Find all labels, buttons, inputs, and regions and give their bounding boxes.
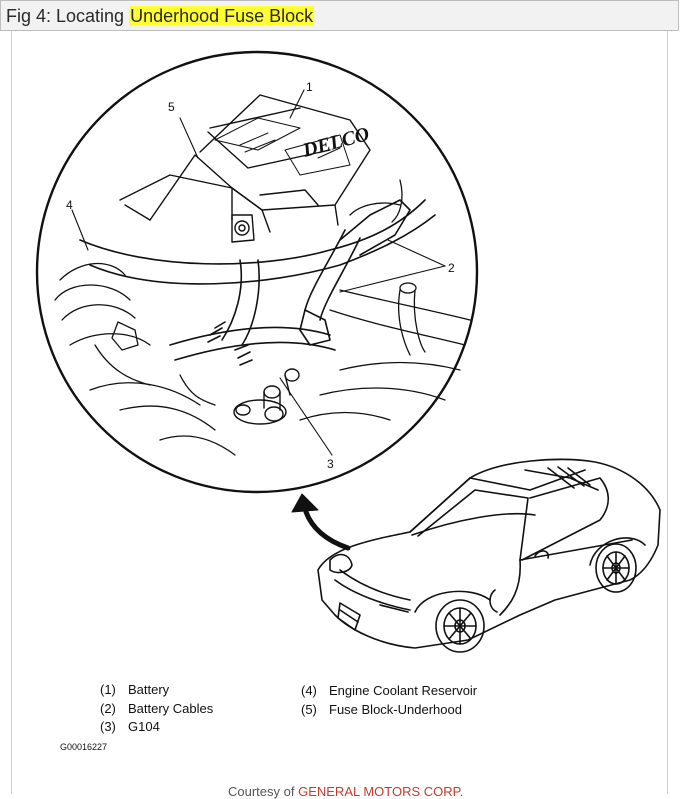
battery-terminal — [231, 214, 255, 243]
front-wheel — [435, 599, 485, 653]
frame-left-border — [11, 31, 12, 794]
callout-2: 2 — [448, 261, 455, 275]
detail-circle — [35, 50, 479, 494]
callout-leaders — [71, 89, 446, 456]
legend-item-battery-cables: (2)Battery Cables — [100, 700, 214, 716]
corvette-car-drawing — [317, 458, 661, 649]
pointer-arrow — [291, 493, 351, 551]
callout-3: 3 — [327, 457, 334, 471]
title-prefix: Fig 4: Locating — [6, 6, 130, 26]
callout-4: 4 — [66, 198, 73, 212]
battery-cables — [79, 199, 436, 366]
courtesy-credit: Courtesy of GENERAL MOTORS CORP. — [228, 784, 464, 799]
frame-right-border — [667, 31, 668, 794]
rear-wheel — [595, 543, 637, 593]
battery-label-panel — [214, 117, 351, 176]
legend-right: (4)Engine Coolant Reservoir (5)Fuse Bloc… — [301, 682, 477, 719]
callout-1: 1 — [306, 80, 313, 94]
battery-brand-logo: DELCO — [300, 123, 372, 162]
legend-item-coolant-reservoir: (4)Engine Coolant Reservoir — [301, 683, 478, 698]
legend-item-fuse-block: (5)Fuse Block-Underhood — [301, 701, 462, 717]
legend-item-g104: (3)G104 — [100, 719, 160, 734]
ground-bolt-g104 — [233, 368, 300, 425]
battery-drawing — [119, 94, 371, 233]
figure-title: Fig 4: Locating Underhood Fuse Block — [6, 6, 315, 27]
figure-title-bar: Fig 4: Locating Underhood Fuse Block — [0, 0, 679, 31]
title-highlight: Underhood Fuse Block — [129, 6, 315, 26]
callout-numbers: 1 2 3 4 5 — [66, 80, 455, 471]
legend-item-battery: (1)Battery — [100, 682, 170, 697]
callout-5: 5 — [168, 100, 175, 114]
coolant-reservoir — [54, 262, 151, 386]
legend-left: (1)Battery (2)Battery Cables (3)G104 — [100, 681, 213, 737]
engine-hoses — [89, 179, 471, 456]
figure-code: G00016227 — [60, 742, 108, 752]
